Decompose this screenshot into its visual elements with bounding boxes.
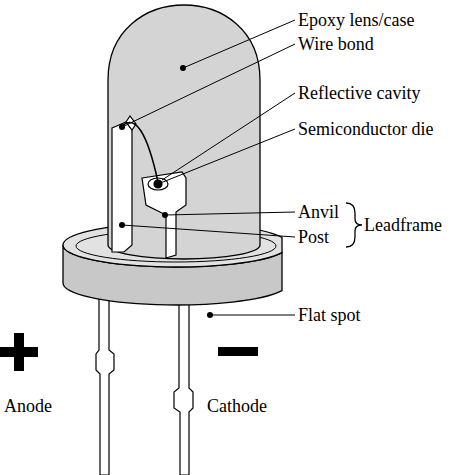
anode-lead [96,285,114,475]
part-label: Cathode [207,396,267,416]
leader-line [165,212,295,215]
plus-symbol [0,333,38,371]
part-label: Post [298,227,329,247]
part-label: Reflective cavity [298,83,420,103]
post [112,122,132,252]
leader-line [210,315,295,316]
leader-line [122,44,295,127]
part-label: Leadframe [364,215,442,235]
part-label: Semiconductor die [298,119,433,139]
part-label: Flat spot [298,305,361,325]
leader-line [183,20,295,68]
brace [346,203,362,247]
minus-symbol [218,347,258,356]
part-label: Anode [4,396,52,416]
part-label: Anvil [298,202,339,222]
leadframe [112,116,186,258]
leader-line [122,225,295,237]
cathode-lead [174,290,193,475]
part-label: Epoxy lens/case [298,10,414,30]
epoxy-body [108,5,260,259]
leader-lines [122,20,295,315]
wire-bond [122,122,158,182]
plus-bar [14,333,24,371]
part-label: Wire bond [298,34,374,54]
leads [96,285,193,475]
leader-line [158,129,295,184]
